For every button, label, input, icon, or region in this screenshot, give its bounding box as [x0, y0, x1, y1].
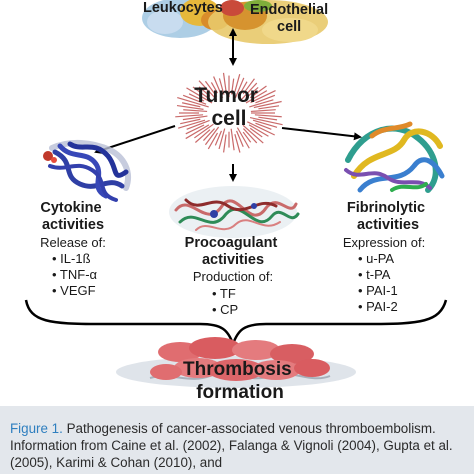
tumor-spike — [188, 93, 205, 102]
tumor-spike — [185, 124, 210, 140]
tumor-spike — [210, 82, 219, 94]
tumor-spike — [255, 94, 276, 104]
endothelial-cell-label: Endothelial cell — [250, 2, 332, 35]
tumor-spike — [213, 76, 224, 99]
fibrinolytic-protein-graphic — [344, 121, 445, 193]
tumor-spike — [203, 128, 215, 141]
tumor-spike — [198, 86, 211, 97]
leukocytes-endothelial-image — [142, 0, 328, 44]
tumor-spike — [245, 90, 268, 104]
tumor-spike — [230, 78, 235, 95]
tumor-spike — [242, 131, 252, 143]
tumor-spike — [194, 123, 214, 139]
fibrinolytic-item: • PAI-2 — [358, 299, 398, 314]
tumor-spike — [230, 128, 235, 151]
tumor-spike — [178, 119, 206, 129]
tumor-spike — [176, 104, 204, 110]
procoagulant-item: • CP — [212, 302, 238, 317]
figure-caption: Figure 1. Pathogenesis of cancer-associa… — [10, 420, 470, 471]
tumor-spike — [245, 86, 259, 99]
tumor-spike — [204, 126, 220, 146]
tumor-spike — [185, 124, 205, 135]
tumor-spike — [186, 119, 210, 130]
tumor-spike — [218, 78, 225, 95]
tumor-spike — [258, 116, 278, 121]
tumor-spike — [204, 80, 218, 97]
caption-panel — [0, 406, 474, 474]
tumor-spike — [218, 128, 226, 150]
thrombus-graphic — [116, 337, 356, 388]
procoagulant-item-list: • TF• CP — [212, 286, 238, 317]
arrow-tumor-fibrinolytic — [281, 127, 362, 141]
tumor-spike — [222, 72, 227, 92]
tumor-spike — [177, 96, 209, 108]
fibrinolytic-title: Fibrinolytic activities — [347, 200, 429, 233]
tumor-spike — [243, 128, 258, 144]
tumor-spike — [192, 86, 211, 101]
tumor-spike — [250, 90, 276, 104]
tumor-spike — [249, 99, 274, 108]
tumor-spike — [207, 132, 219, 150]
cytokine-item: • IL-1ß — [52, 251, 91, 266]
tumor-spike — [214, 130, 223, 146]
tumor-spike — [249, 127, 263, 138]
tumor-spike — [252, 119, 278, 128]
fibrinolytic-item: • t-PA — [358, 267, 391, 282]
cytokine-item: • VEGF — [52, 283, 96, 298]
tumor-spike — [248, 124, 269, 137]
tumor-spike — [198, 80, 218, 101]
fibrinolytic-item: • PAI-1 — [358, 283, 398, 298]
tumor-spike — [254, 114, 282, 118]
tumor-spike — [234, 77, 245, 99]
fibrinolytic-item-list: • u-PA• t-PA• PAI-1• PAI-2 — [358, 251, 398, 314]
tumor-spike — [234, 74, 241, 92]
tumor-spike — [242, 124, 264, 144]
tumor-spike — [247, 121, 275, 136]
tumor-spike — [249, 117, 283, 126]
tumor-spike — [234, 134, 241, 153]
tumor-spike — [249, 85, 267, 99]
leukocytes-label: Leukocytes — [143, 0, 223, 16]
tumor-spike — [175, 114, 204, 118]
tumor-cell-title: Tumor cell — [194, 84, 264, 130]
tumor-spike — [181, 102, 201, 108]
tumor-spike — [182, 94, 207, 105]
tumor-spike — [255, 122, 272, 130]
tumor-spike — [186, 87, 213, 104]
procoagulant-subtitle: Production of: — [193, 269, 273, 284]
fibrinolytic-item: • u-PA — [358, 251, 394, 266]
cytokine-item-list: • IL-1ß• TNF-α• VEGF — [52, 251, 98, 298]
tumor-spike — [258, 105, 280, 110]
tumor-spike — [240, 82, 258, 101]
caption-body: Pathogenesis of cancer-associated venous… — [10, 421, 453, 470]
procoagulant-item: • TF — [212, 286, 236, 301]
procoagulant-title: Procoagulant activities — [185, 235, 282, 268]
tumor-spike — [194, 129, 211, 143]
tumor-spike — [182, 115, 208, 121]
caption-label: Figure 1. — [10, 421, 63, 436]
diagram-canvas: Leukocytes Endothelial cell Tumor cell — [24, 0, 448, 403]
tumor-spike — [250, 109, 276, 113]
tumor-spike — [180, 118, 201, 125]
tumor-cell-graphic — [175, 72, 283, 153]
tumor-spike — [238, 81, 248, 97]
tumor-spike — [183, 109, 208, 113]
cytokine-title: Cytokine activities — [40, 200, 105, 233]
thrombosis-formation-title: Thrombosis formation — [183, 359, 297, 403]
fibrinolytic-subtitle: Expression of: — [343, 235, 425, 250]
tumor-spike — [242, 78, 255, 95]
cytokine-protein-graphic — [43, 140, 131, 202]
procoagulant-protein-graphic — [169, 186, 300, 238]
cytokine-subtitle: Release of: — [40, 235, 106, 250]
tumor-spike — [236, 127, 250, 149]
tumor-spike — [253, 100, 282, 109]
tumor-spike — [235, 130, 244, 147]
cytokine-item: • TNF-α — [52, 267, 98, 282]
tumor-spike — [223, 134, 227, 153]
